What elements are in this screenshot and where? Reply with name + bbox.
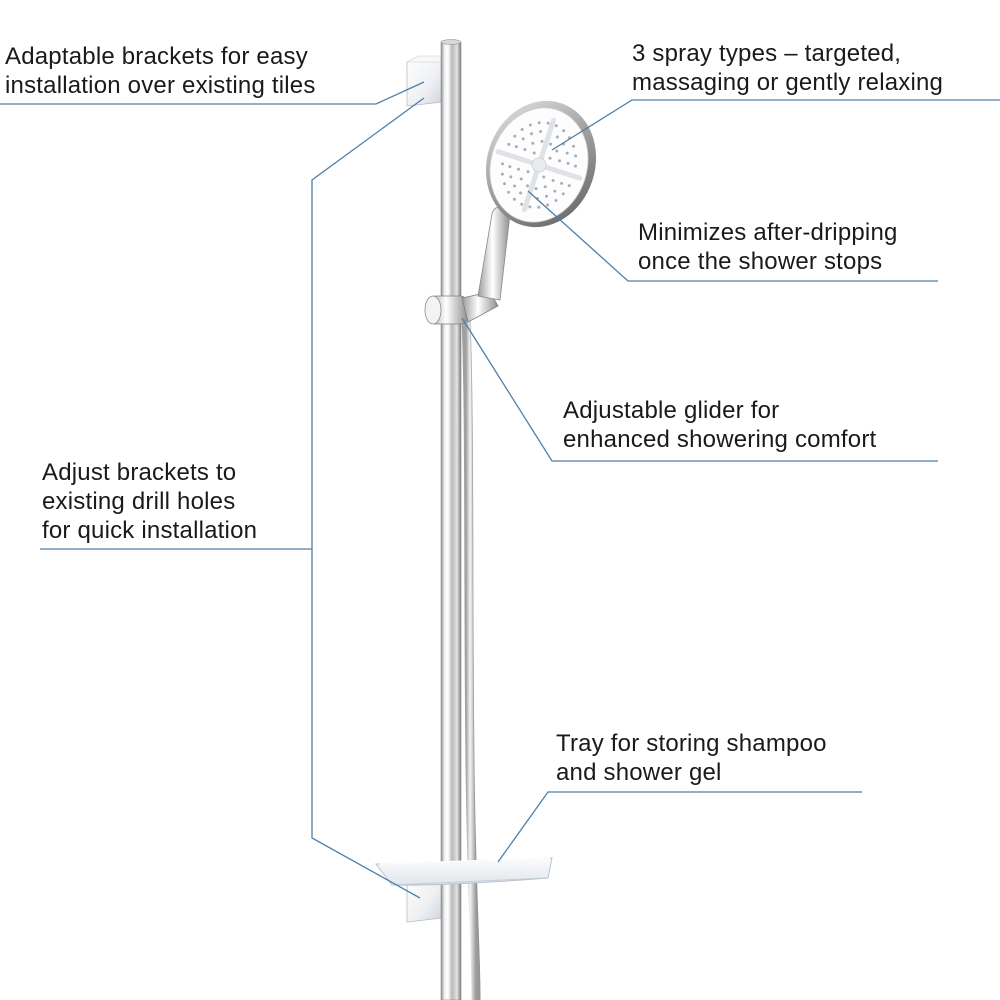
spray-nozzle (555, 135, 559, 139)
slider-glider (424, 291, 499, 325)
spray-nozzle (540, 139, 544, 143)
spray-nozzle (530, 132, 533, 136)
rail-top-cap (440, 39, 462, 45)
callout-brackets-easy: Adaptable brackets for easy installation… (5, 42, 316, 100)
spray-nozzle (514, 145, 518, 149)
spray-nozzle (537, 121, 541, 125)
spray-nozzle (500, 172, 504, 176)
spray-nozzle (531, 141, 535, 145)
spray-nozzle (509, 175, 513, 179)
top-wall-bracket (406, 55, 443, 107)
spray-nozzle (517, 167, 520, 171)
spray-nozzle (543, 185, 547, 189)
callout-after-dripping-line1: Minimizes after-dripping (638, 219, 898, 246)
spray-nozzle (507, 142, 511, 146)
spray-nozzle (546, 121, 550, 125)
spray-nozzle (528, 123, 532, 127)
spray-nozzle (537, 205, 541, 209)
spray-nozzle (513, 134, 517, 138)
spray-nozzle (519, 177, 523, 181)
spray-nozzle (553, 189, 557, 193)
shampoo-tray (375, 857, 553, 886)
spray-nozzle (561, 192, 565, 196)
spray-nozzle (528, 205, 532, 209)
spray-nozzle (554, 199, 558, 202)
callout-brackets-easy-line2: installation over existing tiles (5, 72, 316, 99)
spray-nozzle (513, 184, 516, 188)
spray-nozzle (572, 144, 575, 148)
shower-hose (461, 313, 481, 1000)
spray-nozzle (523, 148, 527, 151)
callout-drill-holes-line1: Adjust brackets to (42, 459, 237, 486)
spray-nozzle (574, 164, 577, 168)
spray-nozzle (542, 175, 546, 179)
spray-nozzle (503, 182, 506, 186)
callout-spray-types: 3 spray types – targeted, massaging or g… (632, 39, 943, 97)
spray-nozzle (520, 128, 524, 131)
spray-nozzle (560, 181, 564, 185)
callout-drill-holes: Adjust brackets to existing drill holes … (42, 458, 257, 545)
callout-glider-line1: Adjustable glider for (563, 397, 780, 424)
spray-nozzle (551, 179, 555, 182)
spray-nozzle (574, 154, 578, 158)
spray-nozzle (566, 161, 570, 165)
spray-nozzle (520, 202, 524, 206)
leader-after-dripping (527, 190, 938, 282)
callout-tray-line1: Tray for storing shampoo (556, 730, 827, 757)
hand-shower (477, 100, 597, 301)
spray-nozzle (548, 156, 552, 160)
callout-drill-holes-line2: existing drill holes (42, 488, 236, 515)
spray-nozzle (546, 203, 550, 207)
spray-nozzle (501, 162, 504, 166)
callout-after-dripping-line2: once the shower stops (638, 248, 883, 275)
shower-hose-outline (469, 317, 481, 1000)
callout-after-dripping: Minimizes after-dripping once the shower… (638, 218, 898, 276)
spray-nozzle (534, 187, 538, 191)
callout-glider: Adjustable glider for enhanced showering… (563, 396, 876, 454)
leader-tray (497, 791, 862, 863)
callout-brackets-easy-line1: Adaptable brackets for easy (5, 43, 308, 70)
spray-nozzle (512, 197, 516, 201)
callout-spray-types-line1: 3 spray types – targeted, (632, 40, 902, 67)
leader-spray-types (551, 99, 1000, 151)
spray-nozzle (507, 190, 511, 194)
spray-nozzle (549, 142, 552, 146)
spray-nozzle (508, 165, 512, 169)
spray-nozzles (500, 121, 578, 209)
spray-nozzle (526, 184, 529, 188)
spray-nozzle (539, 130, 543, 133)
callout-glider-line2: enhanced showering comfort (563, 426, 877, 453)
callout-spray-types-line2: massaging or gently relaxing (632, 69, 944, 96)
spray-nozzle (519, 191, 523, 195)
callout-tray-line2: and shower gel (556, 759, 722, 786)
leader-brackets-easy (0, 81, 425, 105)
callout-tray: Tray for storing shampoo and shower gel (556, 729, 827, 787)
spray-nozzle (565, 151, 569, 155)
leader-drill-holes (311, 97, 425, 899)
callout-drill-holes-line3: for quick installation (42, 517, 258, 544)
spray-nozzle (554, 124, 558, 128)
spray-nozzle (555, 149, 559, 153)
shower-rail (440, 41, 462, 1000)
spray-nozzle (521, 137, 525, 141)
spray-nozzle (567, 184, 571, 188)
spray-nozzle (545, 194, 548, 198)
spray-nozzle (526, 170, 530, 174)
spray-nozzle (562, 129, 566, 133)
spray-nozzle (532, 151, 536, 155)
leader-glider (461, 317, 938, 462)
spray-nozzle (558, 159, 561, 163)
